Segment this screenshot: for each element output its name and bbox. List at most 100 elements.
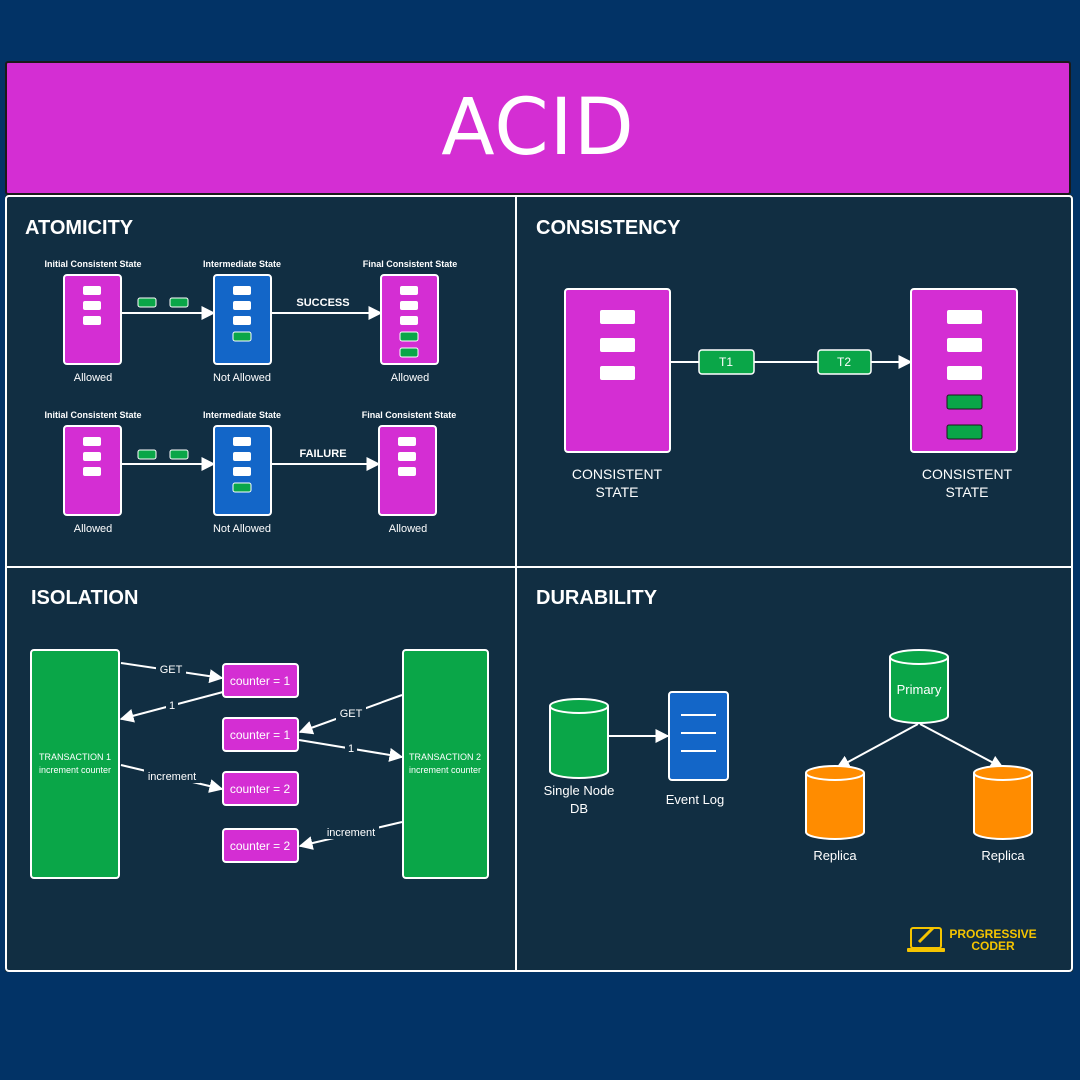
state-record — [83, 467, 101, 476]
counter-value: counter = 2 — [230, 839, 291, 853]
state-record — [83, 452, 101, 461]
durability-panel: DURABILITY Single Node DB Event Log — [536, 587, 1037, 953]
atomicity-failure-row: Initial Consistent State Intermediate St… — [44, 410, 456, 535]
replica-right-icon — [973, 765, 1033, 840]
final-caption: Allowed — [391, 372, 430, 384]
logo-text: PROGRESSIVE — [949, 927, 1036, 941]
intermediate-state-label: Intermediate State — [203, 410, 281, 420]
transaction-1-subtitle: increment counter — [39, 765, 111, 775]
pending-change — [137, 297, 157, 308]
consistent-state-caption: STATE — [945, 484, 988, 500]
state-record — [233, 452, 251, 461]
replica-right-label: Replica — [981, 848, 1025, 863]
state-record — [600, 366, 635, 380]
diagram-canvas: ATOMICITY Initial Consistent State Inter… — [5, 195, 1073, 972]
state-record — [233, 467, 251, 476]
t1-label: T1 — [719, 355, 733, 369]
initial-state-label: Initial Consistent State — [44, 259, 141, 269]
laptop-pen-icon — [907, 926, 945, 952]
atomicity-heading: ATOMICITY — [25, 217, 134, 239]
get-label: GET — [160, 664, 183, 676]
edge-label-bg — [336, 706, 366, 720]
replica-left-label: Replica — [813, 848, 857, 863]
state-record — [400, 301, 418, 310]
replica-left-icon — [805, 765, 865, 840]
edge-label-bg — [156, 662, 186, 676]
transaction-1-title: TRANSACTION 1 — [39, 752, 111, 762]
state-record — [600, 338, 635, 352]
state-record — [947, 366, 982, 380]
state-record — [83, 301, 101, 310]
final-caption: Allowed — [389, 523, 428, 535]
state-record-new — [946, 394, 983, 410]
state-record — [398, 467, 416, 476]
state-record — [400, 286, 418, 295]
replication-arrow — [919, 723, 1005, 769]
initial-caption: Allowed — [74, 523, 113, 535]
state-record — [398, 437, 416, 446]
atomicity-success-row: Initial Consistent State Intermediate St… — [44, 259, 457, 384]
board-border — [5, 195, 1073, 972]
primary-label: Primary — [897, 682, 942, 697]
state-record — [398, 452, 416, 461]
increment-label: increment — [327, 827, 375, 839]
state-record — [947, 338, 982, 352]
final-state-label: Final Consistent State — [363, 259, 458, 269]
return-label: 1 — [169, 700, 175, 712]
consistency-panel: CONSISTENCY T1 T2 CONSISTENT — [536, 217, 1018, 500]
state-record — [400, 316, 418, 325]
single-node-label: DB — [570, 801, 588, 816]
transaction-2-box — [402, 649, 489, 879]
final-state-label: Final Consistent State — [362, 410, 457, 420]
pending-change — [137, 449, 157, 460]
durability-heading: DURABILITY — [536, 587, 658, 609]
state-record — [947, 310, 982, 324]
pending-change — [169, 297, 189, 308]
edge-label-bg — [323, 825, 379, 839]
edge-label-bg — [345, 741, 357, 755]
state-record-new — [399, 331, 419, 342]
state-record-new — [399, 347, 419, 358]
intermediate-state-label: Intermediate State — [203, 259, 281, 269]
get-label: GET — [340, 708, 363, 720]
success-label: SUCCESS — [296, 297, 349, 309]
title-banner: ACID — [5, 61, 1071, 195]
initial-state-label: Initial Consistent State — [44, 410, 141, 420]
event-log-label: Event Log — [666, 792, 725, 807]
single-node-db-icon — [549, 698, 609, 779]
primary-db-icon — [889, 649, 949, 724]
progressive-coder-logo: PROGRESSIVE CODER — [907, 926, 1037, 953]
counter-box — [222, 717, 299, 752]
state-record-new — [946, 424, 983, 440]
edge-label-bg — [166, 698, 178, 712]
t2-label: T2 — [837, 355, 851, 369]
isolation-heading: ISOLATION — [31, 587, 138, 609]
state-record-new — [232, 331, 252, 342]
isolation-panel: ISOLATION TRANSACTION 1 increment counte… — [30, 587, 489, 879]
atomicity-panel: ATOMICITY Initial Consistent State Inter… — [25, 217, 457, 535]
counter-value: counter = 1 — [230, 674, 291, 688]
state-record — [233, 316, 251, 325]
event-log-icon — [668, 691, 729, 781]
intermediate-caption: Not Allowed — [213, 523, 271, 535]
edge-label-bg — [144, 769, 200, 783]
failure-label: FAILURE — [299, 448, 346, 460]
state-record — [600, 310, 635, 324]
state-record — [83, 316, 101, 325]
state-record-new — [232, 482, 252, 493]
consistency-heading: CONSISTENCY — [536, 217, 681, 239]
transaction-1-box — [30, 649, 120, 879]
consistent-state-caption: CONSISTENT — [572, 466, 663, 482]
state-record — [233, 286, 251, 295]
diagram-board: ATOMICITY Initial Consistent State Inter… — [5, 195, 1073, 972]
return-label: 1 — [348, 743, 354, 755]
state-record — [233, 437, 251, 446]
state-record — [83, 286, 101, 295]
consistent-state-caption: STATE — [595, 484, 638, 500]
transaction-2-title: TRANSACTION 2 — [409, 752, 481, 762]
state-record — [83, 437, 101, 446]
counter-value: counter = 1 — [230, 728, 291, 742]
transaction-2-subtitle: increment counter — [409, 765, 481, 775]
logo-text: CODER — [971, 939, 1015, 953]
